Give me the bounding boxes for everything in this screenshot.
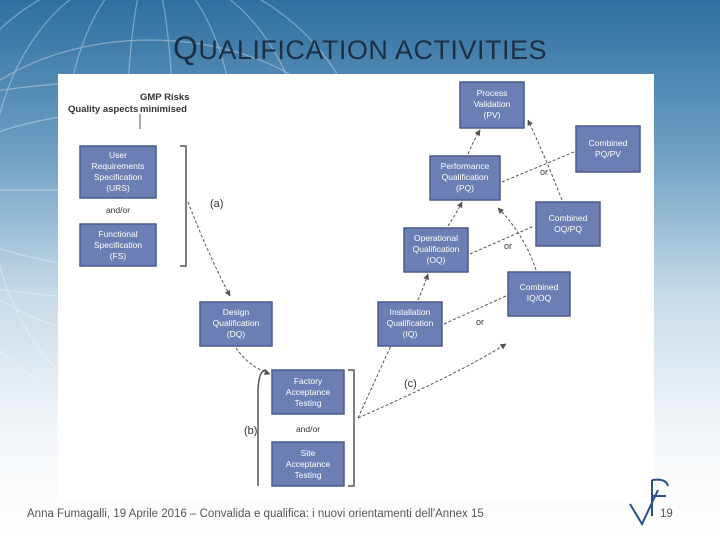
box-combined-iq-oq: Combined IQ/OQ [507,271,571,317]
svg-text:Site: Site [301,448,316,458]
svg-text:Qualification: Qualification [387,318,434,328]
bracket-a [180,145,187,267]
svg-text:Performance: Performance [441,161,490,171]
svg-text:Acceptance: Acceptance [286,387,331,397]
arrow-c-to-iq [357,338,395,419]
svg-text:Qualification: Qualification [413,244,460,254]
svg-text:Combined: Combined [589,138,628,148]
box-iq: Installation Qualification (IQ) [377,301,443,347]
box-combined-pq-pv: Combined PQ/PV [575,125,641,173]
box-pv: Process Validation (PV) [459,81,525,129]
arrow-oq-to-pq [447,201,463,227]
and-or-label-1: and/or [106,205,130,215]
svg-text:Specification: Specification [94,172,142,182]
svg-text:(DQ): (DQ) [227,329,246,339]
arrow-a-to-dq [187,201,231,297]
svg-text:OQ/PQ: OQ/PQ [554,224,582,234]
svg-text:Specification: Specification [94,240,142,250]
slide-title: QUALIFICATION ACTIVITIES [0,30,720,67]
label-b: (b) [244,425,257,437]
svg-text:Factory: Factory [294,376,323,386]
arrow-combined-iq-oq-to-pq [497,207,537,271]
header-quality-aspects: Quality aspects [68,104,138,115]
or-connector-1 [443,295,507,325]
qualification-diagram: Quality aspects GMP Risks minimised User… [68,81,641,487]
box-pq: Performance Qualification (PQ) [429,155,501,201]
box-urs: User Requirements Specification (URS) [79,145,157,199]
svg-text:Combined: Combined [520,282,559,292]
and-or-label-2: and/or [296,424,320,434]
svg-text:User: User [109,150,127,160]
svg-text:Qualification: Qualification [442,172,489,182]
header-gmp-risks: GMP Risks [140,92,189,103]
or-connector-2 [469,225,535,255]
svg-text:Testing: Testing [295,398,322,408]
svg-text:Acceptance: Acceptance [286,459,331,469]
svg-text:Qualification: Qualification [213,318,260,328]
arrow-combined-oq-pq-to-pv [527,119,563,201]
svg-text:(FS): (FS) [110,251,127,261]
or-label-1: or [476,317,484,327]
svg-text:Combined: Combined [549,213,588,223]
svg-text:(IQ): (IQ) [403,329,418,339]
svg-text:Validation: Validation [474,99,511,109]
box-oq: Operational Qualification (OQ) [403,227,469,273]
or-label-3: or [540,167,548,177]
svg-text:(PV): (PV) [484,110,501,120]
svg-text:Process: Process [477,88,508,98]
svg-text:Design: Design [223,307,250,317]
svg-text:Functional: Functional [98,229,137,239]
svg-text:Testing: Testing [295,470,322,480]
svg-text:PQ/PV: PQ/PV [595,149,621,159]
svg-text:IQ/OQ: IQ/OQ [527,293,552,303]
or-label-2: or [504,241,512,251]
svg-text:Operational: Operational [414,233,458,243]
box-sat: Site Acceptance Testing [271,441,345,487]
label-c: (c) [404,378,417,390]
arrow-iq-to-oq [417,273,430,301]
svg-text:Installation: Installation [390,307,431,317]
title-first-letter: Q [173,30,199,66]
or-connector-3 [501,151,575,183]
box-dq: Design Qualification (DQ) [199,301,273,347]
header-minimised: minimised [140,104,187,115]
sifo-logo [629,478,669,527]
box-combined-oq-pq: Combined OQ/PQ [535,201,601,247]
svg-text:(PQ): (PQ) [456,183,474,193]
svg-text:(OQ): (OQ) [427,255,446,265]
svg-text:Requirements: Requirements [92,161,145,171]
bracket-b [257,369,267,486]
label-a: (a) [210,198,223,210]
arrow-pq-to-pv [467,129,481,155]
svg-text:(URS): (URS) [106,183,130,193]
page-number: 19 [660,508,673,520]
box-fs: Functional Specification (FS) [79,223,157,267]
bracket-c [348,369,355,487]
title-rest: UALIFICATION ACTIVITIES [198,35,547,65]
arrow-c-to-combined-iq-oq [357,343,507,419]
slide-footer: Anna Fumagalli, 19 Aprile 2016 – Convali… [27,508,484,520]
box-fat: Factory Acceptance Testing [271,369,345,415]
arrow-dq-to-fat [235,347,271,375]
